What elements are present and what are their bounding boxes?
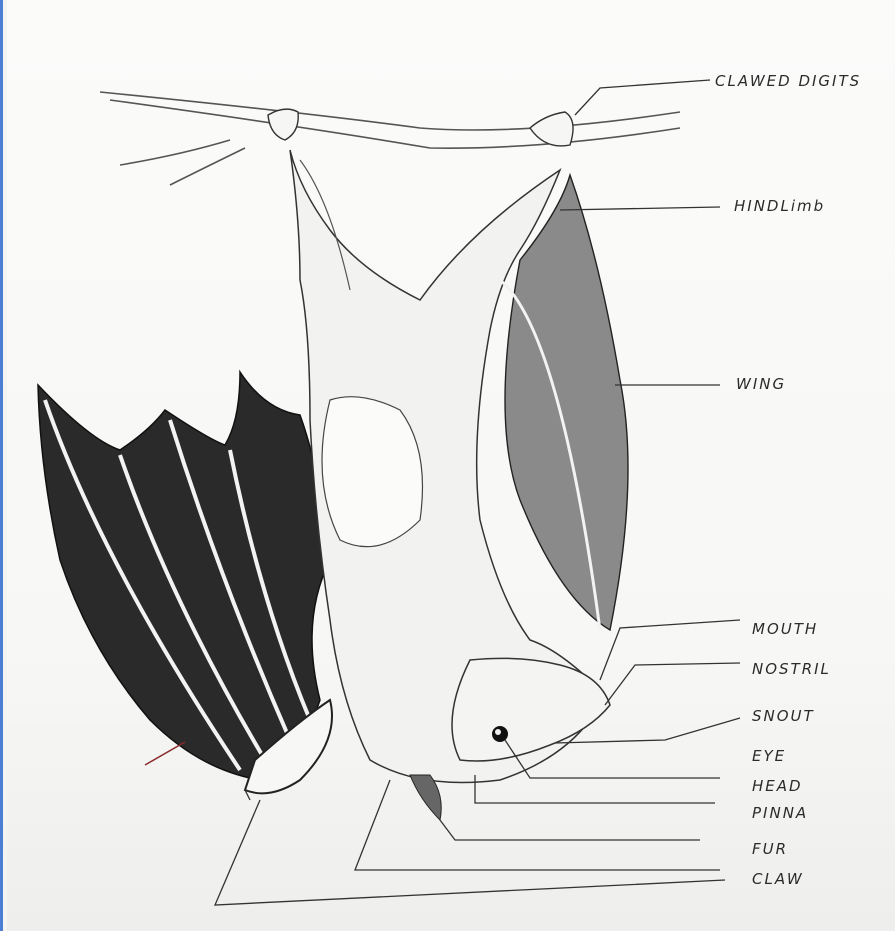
branch — [100, 92, 680, 185]
label-snout: SNOUT — [752, 707, 815, 725]
label-hindlimb: HINDLimb — [734, 197, 825, 215]
label-head: HEAD — [752, 777, 803, 795]
label-pinna: PINNA — [752, 804, 808, 822]
label-mouth: MOUTH — [752, 620, 818, 638]
red-mark — [145, 742, 185, 765]
left-wing — [38, 372, 332, 793]
label-claw: CLAW — [752, 870, 804, 888]
label-clawed-digits: CLAWED DIGITS — [715, 72, 861, 90]
label-fur: FUR — [752, 840, 788, 858]
label-eye: EYE — [752, 747, 786, 765]
label-wing: WING — [736, 375, 786, 393]
label-nostril: NOSTRIL — [752, 660, 831, 678]
